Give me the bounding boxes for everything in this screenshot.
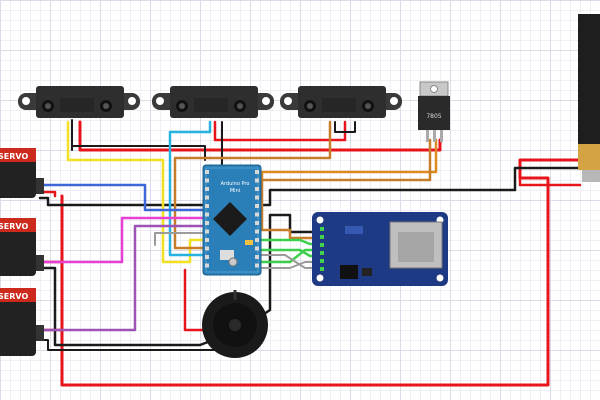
wire-red-sensors <box>213 120 347 142</box>
wire-cyan <box>168 120 212 257</box>
wire-red-servo1 <box>38 190 57 198</box>
arduino-pin <box>255 195 259 200</box>
arduino-pin <box>255 229 259 234</box>
arduino-label-1: Arduino Pro <box>221 181 250 187</box>
ir-sensor-3 <box>280 86 402 118</box>
sd-pin <box>320 227 324 231</box>
wire-red-battery <box>518 176 582 187</box>
arduino-pin <box>255 255 259 259</box>
arduino-pin <box>205 212 209 217</box>
arduino-pin <box>255 263 259 268</box>
arduino-pin <box>255 221 259 225</box>
wire-purple <box>38 224 207 332</box>
servo-1-label: SERVO <box>0 152 28 161</box>
wire-black-4 <box>334 121 356 133</box>
servo-2-label: SERVO <box>0 222 28 231</box>
servo-3-label: SERVO <box>0 292 28 301</box>
buzzer <box>202 290 268 358</box>
wire-magenta <box>38 216 207 264</box>
wire-gray <box>154 232 206 246</box>
arduino-pin <box>205 263 209 268</box>
ir-sensor-1 <box>18 86 140 118</box>
wire-brown-2 <box>260 138 432 240</box>
wire-brown-1 <box>173 120 332 250</box>
servo-1: SERVO <box>0 148 44 198</box>
arduino-pin <box>255 170 259 174</box>
wire-red-buzzer <box>183 268 212 332</box>
wire-red-main <box>60 158 582 387</box>
arduino-pin <box>255 187 259 191</box>
battery <box>578 14 600 182</box>
sd-pin <box>320 259 324 263</box>
regulator-marking: 7805 <box>426 113 441 120</box>
wire-red-top <box>78 120 442 152</box>
wire-yellow <box>66 120 207 264</box>
arduino-pin <box>205 238 209 242</box>
arduino-pin <box>255 212 259 217</box>
sd-pin-header <box>320 227 324 271</box>
servo-3: SERVO <box>0 288 44 356</box>
arduino-pin <box>255 178 259 183</box>
arduino-pro-mini: Arduino Pro Mini <box>202 164 262 276</box>
arduino-pin <box>205 246 209 251</box>
arduino-label-2: Mini <box>230 188 240 194</box>
sd-pin <box>320 235 324 239</box>
arduino-pin <box>205 229 209 234</box>
arduino-pin <box>205 178 209 183</box>
ir-sensor-2 <box>152 86 274 118</box>
arduino-pin <box>205 255 209 259</box>
arduino-pin <box>205 204 209 208</box>
arduino-pin-headers <box>205 170 259 268</box>
sd-pin <box>320 267 324 271</box>
micro-sd-module <box>312 212 448 286</box>
wire-blue <box>38 183 207 212</box>
arduino-pin <box>255 238 259 242</box>
sd-pin <box>320 251 324 255</box>
sd-pin <box>320 243 324 247</box>
wire-black-1 <box>38 166 592 207</box>
arduino-pin <box>255 204 259 208</box>
voltage-regulator: 7805 <box>418 81 450 142</box>
arduino-pin <box>255 246 259 251</box>
wire-orange-1 <box>260 138 438 182</box>
arduino-pin <box>205 170 209 174</box>
arduino-pin <box>205 221 209 225</box>
arduino-pin <box>205 195 209 200</box>
wire-black-5 <box>38 213 322 347</box>
servo-2: SERVO <box>0 218 44 276</box>
arduino-pin <box>205 187 209 191</box>
wire-black-2 <box>71 121 206 161</box>
